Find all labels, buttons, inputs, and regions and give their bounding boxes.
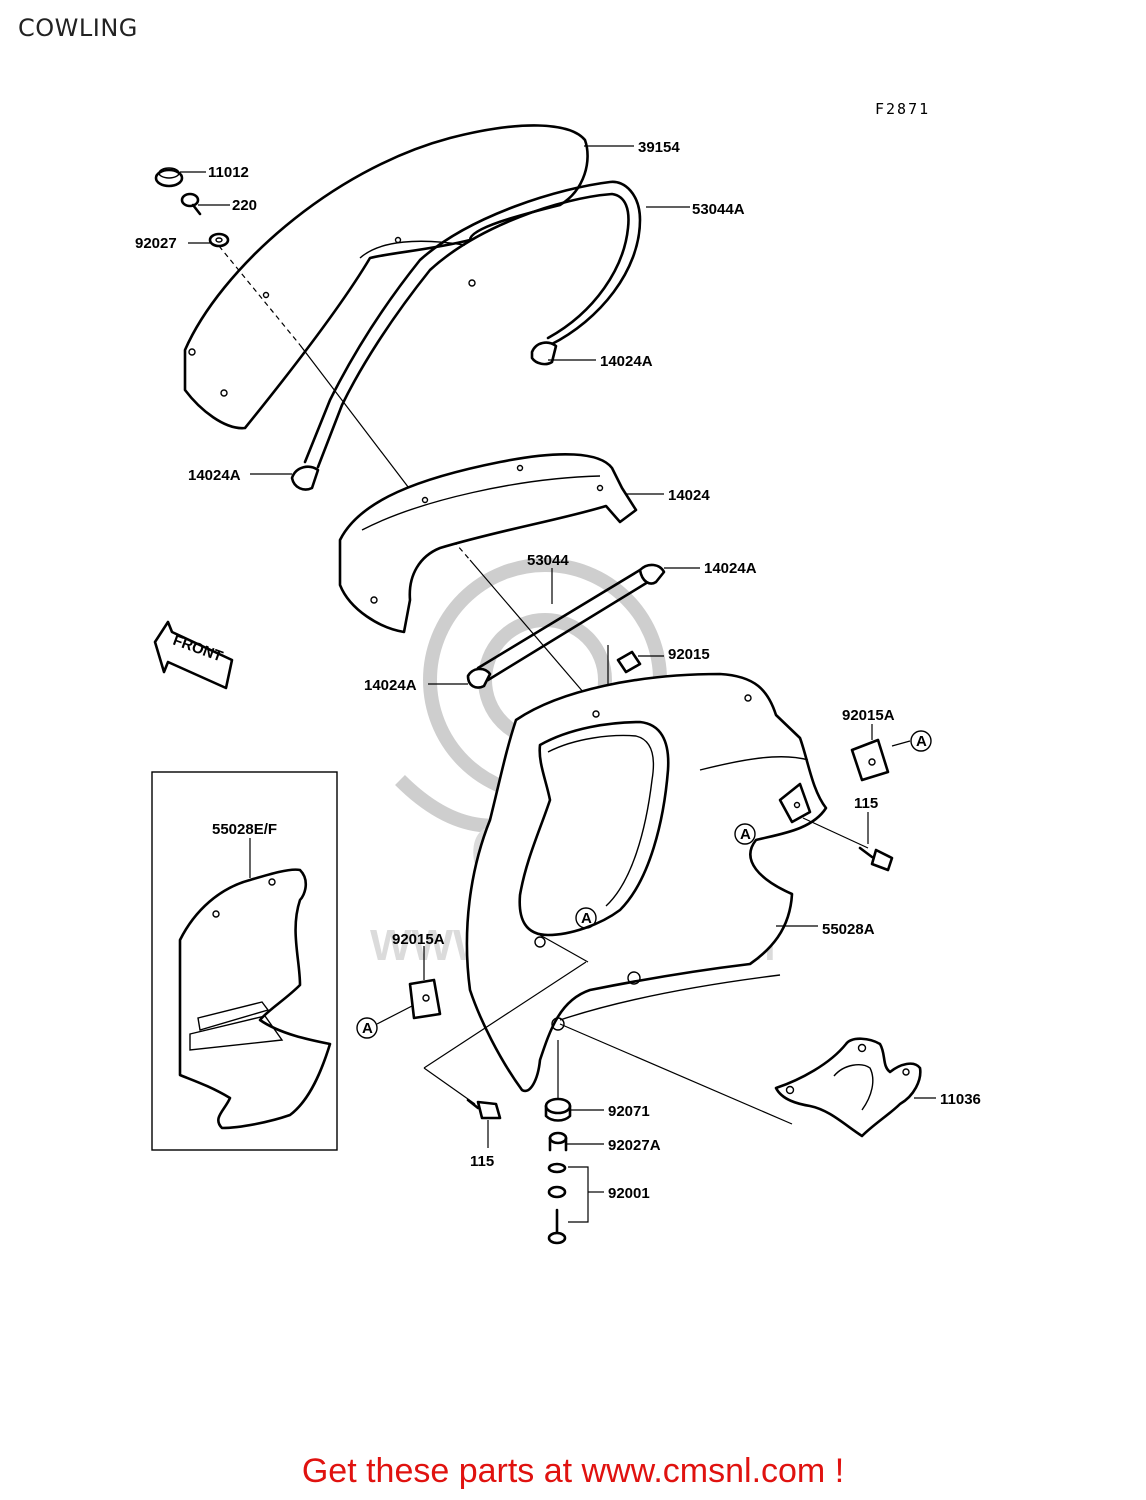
footer-cta[interactable]: Get these parts at www.cmsnl.com !: [301, 1452, 845, 1490]
washer-92027-part: [208, 232, 230, 248]
part-label-115-right: 115: [854, 795, 878, 812]
part-label-14024: 14024: [668, 487, 710, 504]
stay-bracket-part: [774, 1037, 922, 1138]
nut-11012-part: [154, 167, 184, 188]
part-label-92015a-left: 92015A: [392, 931, 445, 948]
trim-mid-part: [466, 563, 666, 689]
part-label-220: 220: [232, 197, 257, 214]
part-label-11036: 11036: [940, 1091, 981, 1108]
part-label-92027: 92027: [135, 235, 177, 252]
part-label-55028ef: 55028E/F: [212, 821, 277, 838]
part-label-53044: 53044: [527, 552, 569, 569]
leader-lines: [180, 145, 936, 1193]
page-title: COWLING: [18, 14, 138, 42]
part-label-92027a: 92027A: [608, 1137, 661, 1154]
bolt-115-bottom-part: [466, 1098, 502, 1120]
inset-box: [151, 771, 338, 1151]
ref-a-marker: A: [581, 910, 592, 927]
part-label-14024a-top: 14024A: [600, 353, 653, 370]
clip-92015a-right-part: [850, 738, 890, 782]
part-labels: 39154 11012 220 92027 53044A 14024A 1402…: [135, 139, 981, 1202]
part-label-92015: 92015: [668, 646, 710, 663]
ref-a-marker: A: [362, 1020, 373, 1037]
ref-a-marker: A: [740, 826, 751, 843]
part-label-92015a-right: 92015A: [842, 707, 895, 724]
clip-92015-part: [616, 650, 642, 674]
part-label-39154: 39154: [638, 139, 680, 156]
part-label-14024a-mid-left: 14024A: [364, 677, 417, 694]
grommet-stack-part: [544, 1040, 589, 1245]
part-label-14024a-mid-right: 14024A: [704, 560, 757, 577]
ref-a-marker: A: [916, 733, 927, 750]
part-label-55028a: 55028A: [822, 921, 875, 938]
leader-box-lines: [423, 934, 793, 1125]
bolt-115-right-part: [802, 817, 894, 872]
part-label-53044a: 53044A: [692, 201, 745, 218]
edge-trim-upper-part: [290, 180, 642, 491]
part-label-11012: 11012: [208, 164, 249, 181]
main-fairing-part: [465, 672, 828, 1093]
front-arrow: FRONT: [153, 620, 234, 690]
ref-markers: A A A A: [356, 730, 932, 1039]
part-label-14024a-left: 14024A: [188, 467, 241, 484]
figure-code: F2871: [875, 100, 931, 118]
part-label-115-bottom: 115: [470, 1153, 494, 1170]
part-label-92071: 92071: [608, 1103, 650, 1120]
clip-92015a-left-part: [408, 978, 442, 1020]
screw-220-part: [180, 192, 202, 216]
inner-cover-part: [338, 452, 638, 634]
part-label-92001: 92001: [608, 1185, 650, 1202]
